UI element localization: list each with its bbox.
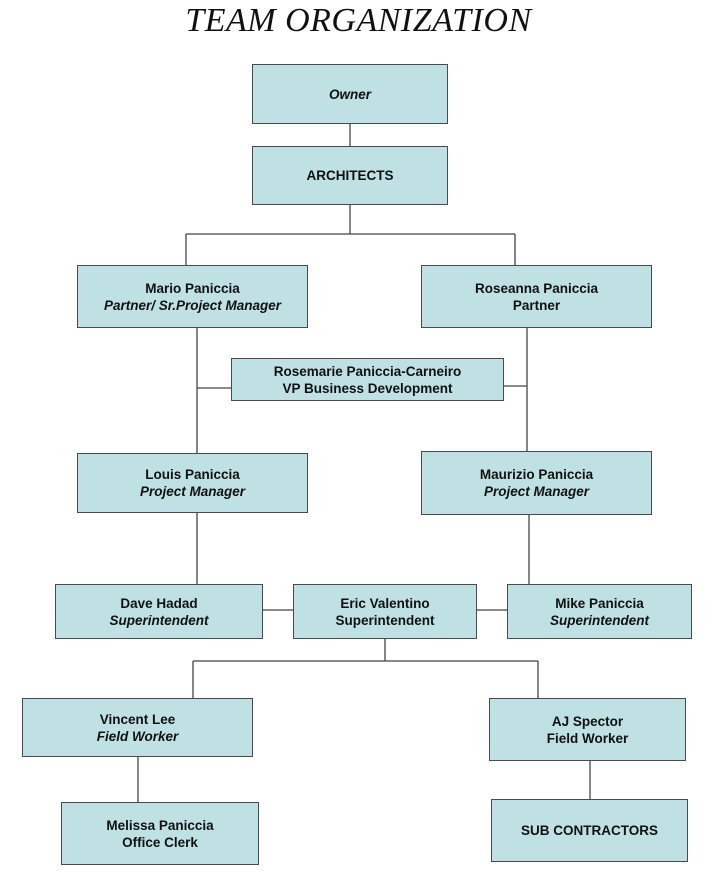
roseanna-name: Roseanna Paniccia [474,280,599,296]
mike-name: Mike Paniccia [555,595,644,611]
architects-label: ARCHITECTS [306,168,394,183]
roseanna-box: Roseanna Paniccia Partner [421,265,652,328]
subcontractors-box: SUB CONTRACTORS [491,799,688,862]
louis-name: Louis Paniccia [145,467,240,482]
vincent-name: Vincent Lee [99,711,176,727]
melissa-box: Melissa Paniccia Office Clerk [61,802,259,865]
dave-role: Superintendent [109,612,209,628]
eric-box: Eric Valentino Superintendent [293,584,477,639]
mario-box: Mario Paniccia Partner/ Sr.Project Manag… [77,265,308,328]
mario-name: Mario Paniccia [145,280,240,296]
eric-name: Eric Valentino [340,595,430,611]
owner-box: Owner [252,64,448,124]
vincent-role: Field Worker [96,728,179,744]
mario-role: Partner/ Sr.Project Manager [103,297,282,313]
dave-box: Dave Hadad Superintendent [55,584,263,639]
maurizio-name: Maurizio Paniccia [479,467,594,482]
owner-label: Owner [328,86,371,102]
rosemarie-role: VP Business Development [282,380,453,396]
mike-box: Mike Paniccia Superintendent [507,584,692,639]
maurizio-box: Maurizio Paniccia Project Manager [421,451,652,515]
vincent-box: Vincent Lee Field Worker [22,698,253,757]
melissa-name: Melissa Paniccia [106,817,214,833]
dave-name: Dave Hadad [120,595,198,611]
subcontractors-label: SUB CONTRACTORS [520,823,658,838]
louis-role: Project Manager [139,484,246,499]
aj-box: AJ Spector Field Worker [489,698,686,761]
mike-role: Superintendent [549,612,649,628]
maurizio-role: Project Manager [483,484,590,499]
melissa-role: Office Clerk [122,834,198,850]
roseanna-role: Partner [512,297,561,313]
louis-box: Louis Paniccia Project Manager [77,453,308,513]
architects-box: ARCHITECTS [252,146,448,205]
rosemarie-name: Rosemarie Paniccia-Carneiro [273,363,462,379]
aj-name: AJ Spector [551,713,624,729]
chart-title: TEAM ORGANIZATION [185,2,532,39]
eric-role: Superintendent [335,612,435,628]
aj-role: Field Worker [546,730,629,746]
rosemarie-box: Rosemarie Paniccia-Carneiro VP Business … [231,358,504,401]
